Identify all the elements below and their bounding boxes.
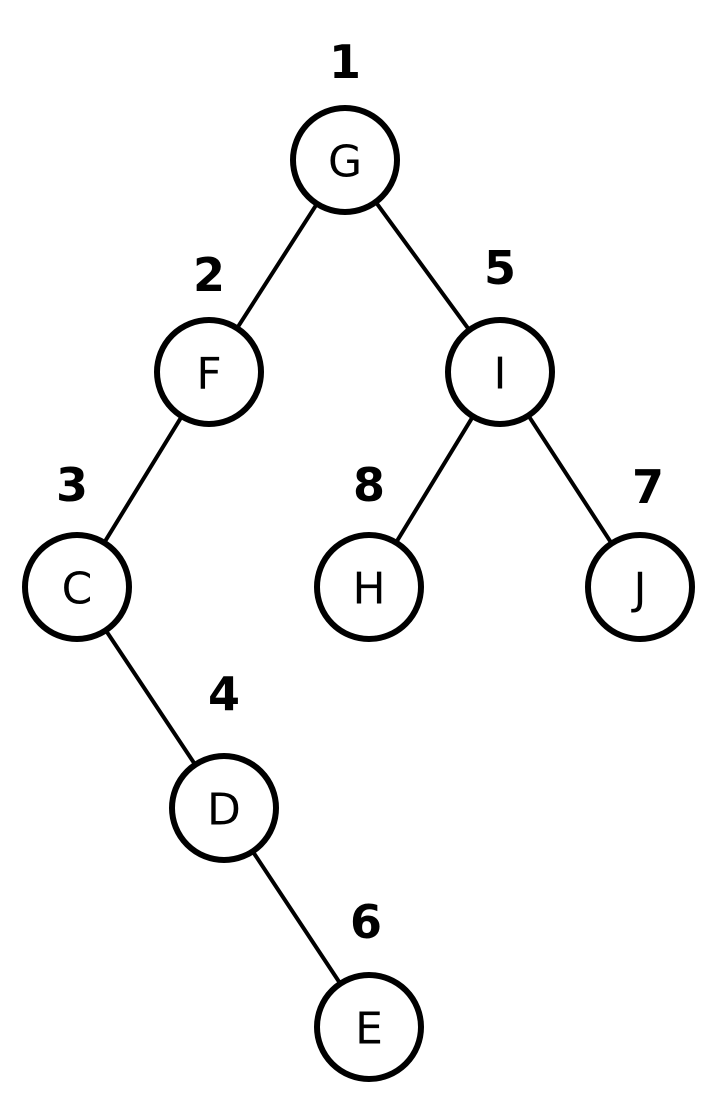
node-circle bbox=[585, 532, 695, 642]
node-c: C bbox=[22, 532, 132, 642]
edge-g-f bbox=[235, 201, 319, 331]
node-d: D bbox=[169, 753, 279, 863]
node-label: I bbox=[494, 349, 507, 400]
node-circle bbox=[169, 753, 279, 863]
node-label: G bbox=[328, 137, 362, 188]
node-j: J bbox=[585, 532, 695, 642]
order-label-j: 7 bbox=[632, 460, 664, 514]
edges-layer bbox=[102, 199, 614, 986]
edge-c-d bbox=[103, 628, 198, 767]
node-label: J bbox=[631, 564, 647, 615]
edge-d-e bbox=[250, 849, 343, 986]
node-circle bbox=[314, 972, 424, 1082]
order-label-e: 6 bbox=[350, 895, 382, 949]
edge-g-i bbox=[373, 199, 472, 333]
order-label-d: 4 bbox=[208, 667, 240, 721]
node-e: E bbox=[314, 972, 424, 1082]
node-label: E bbox=[355, 1004, 383, 1055]
node-f: F bbox=[154, 317, 264, 427]
node-label: D bbox=[207, 785, 241, 836]
node-circle bbox=[154, 317, 264, 427]
order-label-c: 3 bbox=[56, 458, 88, 512]
order-label-g: 1 bbox=[329, 35, 361, 89]
node-circle bbox=[22, 532, 132, 642]
edge-f-c bbox=[102, 414, 184, 545]
order-label-f: 2 bbox=[193, 248, 225, 302]
nodes-layer: G F I C H J D E bbox=[22, 105, 695, 1082]
node-h: H bbox=[314, 532, 424, 642]
node-circle bbox=[445, 317, 555, 427]
node-label: H bbox=[352, 564, 385, 615]
order-labels-layer: 1 2 5 3 8 7 4 6 bbox=[56, 35, 664, 949]
node-g: G bbox=[290, 105, 400, 215]
edge-i-j bbox=[526, 413, 614, 546]
order-label-h: 8 bbox=[353, 458, 385, 512]
node-label: C bbox=[62, 564, 93, 615]
order-label-i: 5 bbox=[484, 241, 516, 295]
node-i: I bbox=[445, 317, 555, 427]
node-circle bbox=[290, 105, 400, 215]
node-label: F bbox=[196, 349, 221, 400]
node-circle bbox=[314, 532, 424, 642]
edge-i-h bbox=[394, 414, 475, 545]
